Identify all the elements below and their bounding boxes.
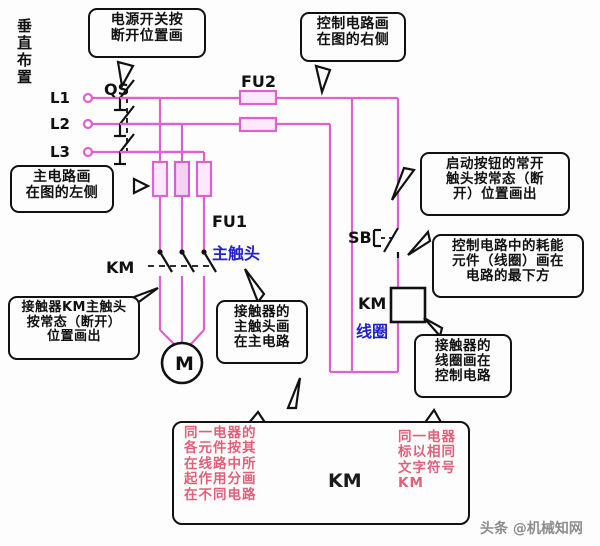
callout-contactor-coil-in-control-circuit: 接触器的 线圈画在 控制电路 [414,334,512,398]
label-sb: SB [348,228,372,247]
label-l1: L1 [50,89,70,107]
callout-leader-lines [116,60,444,426]
callout-control-circuit-right-text: 控制电路画 在图的右侧 [316,16,390,48]
label-main-contacts: 主触头 [212,244,261,263]
callout-energy-consuming-element: 控制电路中的耗能 元件（线圈）画在 电路的最下方 [432,234,584,298]
sb-pushbutton-symbol [372,227,400,258]
km-device-label: KM [328,470,362,492]
callout-power-switch-text: 电源开关按 断开位置画 [110,12,184,44]
label-km-coil: KM [358,294,387,313]
callout-power-switch: 电源开关按 断开位置画 [88,8,206,58]
callout-start-button-normally-open: 启动按钮的常开 触头按常态（断 开）位置画出 [420,152,570,216]
callout-energy-consuming-element-text: 控制电路中的耗能 元件（线圈）画在 电路的最下方 [452,238,564,285]
callout-contactor-km-main-contacts-text: 接触器KM主触头 按常态（断开） 位置画出 [21,300,127,345]
callout-contactor-main-contacts-text: 接触器的 主触头画 在主电路 [234,304,290,351]
label-fu2: FU2 [241,72,277,91]
control-circuit-wiring [328,96,400,374]
label-l3: L3 [50,143,70,161]
vertical-layout-heading: 垂直布置 [15,18,33,86]
main-circuit-vertical-drops [120,96,206,162]
bottom-summary-box [172,421,470,525]
label-fu1: FU1 [212,212,248,231]
callout-contactor-km-main-contacts: 接触器KM主触头 按常态（断开） 位置画出 [8,296,140,360]
callout-start-button-normally-open-text: 启动按钮的常开 触头按常态（断 开）位置画出 [446,156,544,203]
callout-main-circuit-left-text: 主电路画 在图的左侧 [25,169,99,201]
bottom-box-right-text: 同一电器 标以相同 文字符号 KM [398,429,456,492]
fu1-fuse-symbols [151,160,213,252]
label-km-contacts: KM [106,258,135,277]
motor-feed-lines [159,329,205,345]
motor-symbol [160,341,204,385]
callout-contactor-coil-text: 接触器的 线圈画在 控制电路 [435,338,491,385]
km-main-contacts-symbol [148,249,217,330]
label-motor: M [175,353,194,375]
fu2-fuse-symbols [238,89,278,133]
label-qs: QS [104,80,130,99]
callout-main-circuit-left: 主电路画 在图的左侧 [10,165,114,213]
callout-control-circuit-right: 控制电路画 在图的右侧 [300,12,406,62]
watermark-text: 头条 @机械知网 [480,521,583,537]
label-l2: L2 [50,115,70,133]
label-coil: 线圈 [356,322,389,341]
km-coil-symbol [389,286,427,324]
bottom-box-left-text: 同一电器的 各元件按其 在线路中所 起作用分画 在不同电路 [184,425,257,503]
callout-contactor-main-contacts-in-main-circuit: 接触器的 主触头画 在主电路 [216,300,308,364]
